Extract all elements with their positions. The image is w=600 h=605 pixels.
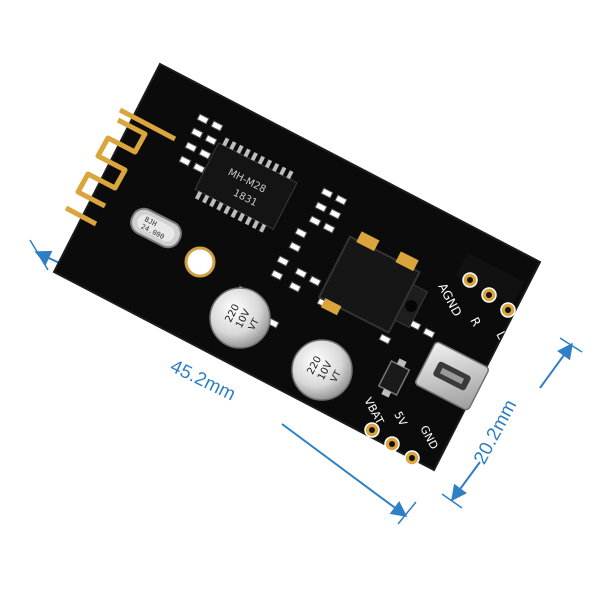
smd-components-right xyxy=(236,187,436,345)
pcb-board xyxy=(52,62,542,472)
voltage-regulator xyxy=(377,358,411,398)
capacitor-2: 220 10V VT xyxy=(291,339,353,401)
antenna-trace xyxy=(64,107,177,227)
width-dimension-line xyxy=(441,337,583,509)
micro-usb-port xyxy=(415,341,489,411)
5v-label: 5V xyxy=(391,409,410,428)
mounting-hole xyxy=(184,246,216,278)
bluetooth-chip: MH-M28 1831 xyxy=(194,137,298,233)
audio-jack xyxy=(317,231,429,334)
audio-output-pads xyxy=(455,252,525,318)
smd-resistor-array xyxy=(178,113,224,174)
capacitor-1: 220 10V VT xyxy=(209,287,271,349)
crystal-oscillator: BJH 24.000 xyxy=(130,207,182,249)
power-pads xyxy=(364,422,420,466)
